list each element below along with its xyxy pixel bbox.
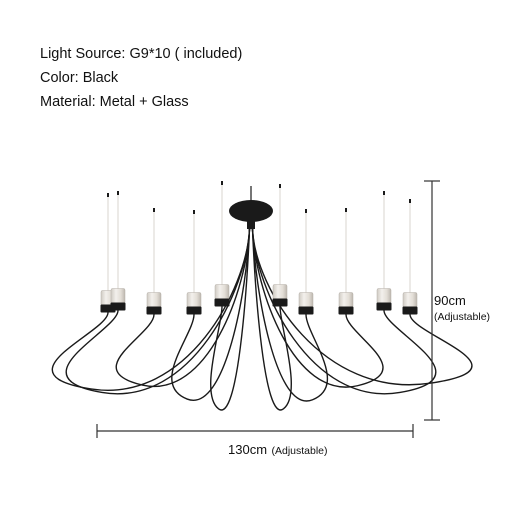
lamp-group [100, 181, 418, 315]
spec-material: Material: Metal + Glass [40, 94, 189, 110]
lamp-5 [214, 181, 230, 307]
arm-1 [51, 228, 251, 391]
arm-3 [115, 228, 251, 388]
lamp-3 [146, 208, 162, 315]
lamp-8 [338, 208, 354, 315]
width-note: (Adjustable) [271, 445, 328, 457]
width-value: 130cm [228, 442, 268, 457]
lamp-10 [402, 199, 418, 315]
arm-4 [171, 228, 251, 401]
lamp-2 [110, 191, 126, 311]
lamp-9 [376, 191, 392, 311]
arm-9 [251, 228, 437, 395]
arm-5 [210, 228, 251, 411]
arm-2 [65, 228, 251, 395]
spec-list: Light Source: G9*10 ( included) Color: B… [40, 42, 280, 114]
lamp-4 [186, 210, 202, 315]
arm-10 [251, 228, 473, 386]
chandelier-arms [51, 228, 473, 411]
spec-light-source: Light Source: G9*10 ( included) [40, 46, 243, 62]
height-note: (Adjustable) [434, 311, 491, 323]
arm-8 [251, 228, 384, 388]
width-label: 130cm (Adjustable) [228, 442, 328, 459]
lamp-6 [272, 184, 288, 307]
height-value: 90cm [434, 293, 466, 308]
height-label: 90cm (Adjustable) [434, 293, 490, 325]
arm-7 [251, 228, 328, 402]
height-dimension-line [424, 180, 440, 421]
ceiling-canopy [229, 186, 273, 229]
lamp-7 [298, 209, 314, 315]
width-dimension-line [96, 424, 414, 438]
spec-color: Color: Black [40, 70, 119, 86]
